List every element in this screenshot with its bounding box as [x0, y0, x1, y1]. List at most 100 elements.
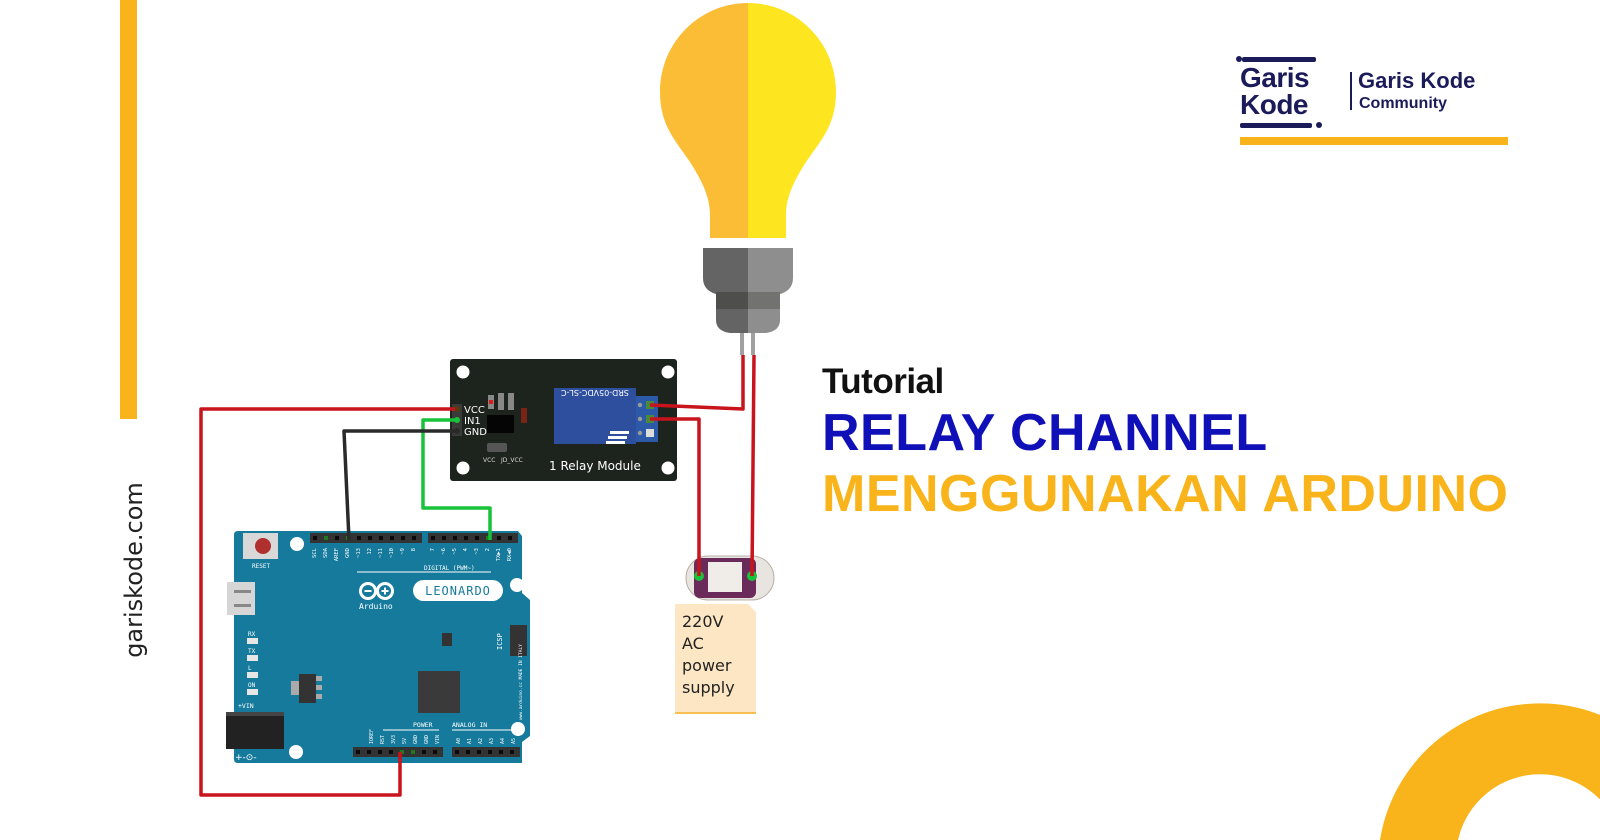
logo-name: Garis Kode [1358, 68, 1476, 93]
bulb-neck-right [748, 292, 780, 309]
analog-header-pin[interactable] [455, 750, 459, 754]
bulb-base-right [748, 248, 793, 295]
mount-hole [510, 578, 524, 592]
digital-pin-label: 4 [463, 547, 469, 551]
wire-vcc[interactable] [199, 407, 455, 797]
analog-header-pin[interactable] [488, 750, 492, 754]
digital-header-left-pin[interactable] [357, 536, 361, 540]
supply-label-line: supply [682, 678, 735, 697]
mount-hole [289, 745, 303, 759]
relay-module[interactable]: VCC IN1 GND VCC JD_VCC SRD-05VDC-SL-C 1 … [450, 359, 677, 481]
supply-label-line: AC [682, 634, 704, 653]
power-header-pin[interactable] [400, 750, 404, 754]
wire-bulb-to-supply[interactable] [750, 354, 756, 577]
analog-pin-label: A2 [478, 738, 484, 744]
voltage-regulator [291, 674, 322, 703]
analog-pin-label: A0 [456, 738, 462, 744]
digital-header-left-pin[interactable] [324, 536, 328, 540]
logo-mark-line1: Garis [1240, 62, 1310, 93]
digital-header-left-pin[interactable] [379, 536, 383, 540]
power-header-housing [353, 747, 443, 757]
polarity-icon: +-⊙- [235, 753, 257, 763]
power-header-pin[interactable] [367, 750, 371, 754]
digital-header-right-pin[interactable] [475, 536, 479, 540]
terminal-screw [637, 416, 643, 422]
relay-pin-label: IN1 [464, 416, 481, 427]
microcontroller [418, 671, 460, 713]
digital-header-left-pin[interactable] [390, 536, 394, 540]
logo-subtitle: Community [1359, 95, 1447, 112]
bulb-cap-right [748, 309, 780, 333]
relay-pin-label: VCC [464, 405, 485, 416]
resistor [508, 393, 514, 410]
digital-pin-label: AREF [334, 548, 340, 561]
usb-port[interactable] [227, 582, 255, 615]
analog-label: ANALOG IN [452, 721, 487, 729]
terminal-nc[interactable] [646, 429, 654, 437]
power-header-pin[interactable] [389, 750, 393, 754]
garis-kode-logo[interactable]: Garis Kode Garis Kode Community [1236, 55, 1510, 155]
digital-header-right-pin[interactable] [508, 536, 512, 540]
bulb-neck-left [716, 292, 748, 309]
title-line1: RELAY CHANNEL [822, 404, 1268, 462]
digital-header-right-pin[interactable] [497, 536, 501, 540]
digital-pin-label: ~5 [452, 548, 458, 555]
digital-header-left-pin[interactable] [401, 536, 405, 540]
ac-power-supply[interactable]: 220V AC power supply [675, 555, 775, 714]
power-header-pin[interactable] [422, 750, 426, 754]
analog-pin-label: A4 [500, 738, 506, 744]
power-jack[interactable] [226, 712, 284, 749]
power-pin-label: GND [424, 735, 430, 744]
bulb-base-left [703, 248, 748, 295]
wire-in1[interactable] [421, 418, 492, 540]
icsp-header [510, 625, 527, 656]
power-pin-label: VIN [435, 735, 441, 744]
reset-button[interactable] [243, 533, 278, 559]
analog-header-pin[interactable] [499, 750, 503, 754]
small-chip [442, 633, 452, 646]
digital-header-right-pin[interactable] [431, 536, 435, 540]
reset-label: RESET [252, 563, 270, 570]
bulb-cap-left [716, 309, 748, 333]
analog-header-pin[interactable] [477, 750, 481, 754]
relay-pin-gnd[interactable] [454, 428, 460, 434]
power-header-pin[interactable] [433, 750, 437, 754]
digital-header-right-pin[interactable] [453, 536, 457, 540]
wire-relay-to-supply[interactable] [650, 417, 701, 576]
digital-header-right-housing [428, 533, 518, 543]
wire-gnd[interactable] [342, 429, 455, 541]
relay-part-number: SRD-05VDC-SL-C [561, 388, 629, 397]
icsp-label: ICSP [496, 633, 504, 650]
power-header-pin[interactable] [356, 750, 360, 754]
status-led [247, 672, 258, 678]
analog-header-pin[interactable] [510, 750, 514, 754]
wire-relay-to-bulb[interactable] [649, 355, 745, 411]
digital-pin-label: ~3 [474, 548, 480, 555]
terminal-screw [637, 402, 643, 408]
digital-header-right-pin[interactable] [464, 536, 468, 540]
relay-pin-vcc[interactable] [454, 406, 460, 412]
power-header-pin[interactable] [378, 750, 382, 754]
digital-pin-label: SCL [312, 547, 318, 558]
digital-header-right-pin[interactable] [486, 536, 490, 540]
resistor [498, 393, 504, 410]
power-header-pin[interactable] [411, 750, 415, 754]
digital-header-left-pin[interactable] [368, 536, 372, 540]
logo-underline [1240, 137, 1508, 145]
logo-dot [1316, 122, 1322, 128]
relay-pin-in1[interactable] [454, 417, 460, 423]
digital-header-left-pin[interactable] [313, 536, 317, 540]
supply-label-line: 220V [682, 612, 724, 631]
led-label: L [248, 665, 252, 672]
analog-header-pin[interactable] [466, 750, 470, 754]
arduino-side-text: www.arduino.cc MADE IN ITALY [518, 644, 524, 720]
relay-module-label: 1 Relay Module [549, 459, 641, 473]
power-pin-label: GND [413, 735, 419, 744]
digital-header-left-pin[interactable] [335, 536, 339, 540]
digital-label: DIGITAL (PWM~) [424, 565, 475, 572]
digital-header-left-pin[interactable] [412, 536, 416, 540]
digital-header-right-pin[interactable] [442, 536, 446, 540]
mount-hole [661, 461, 675, 475]
